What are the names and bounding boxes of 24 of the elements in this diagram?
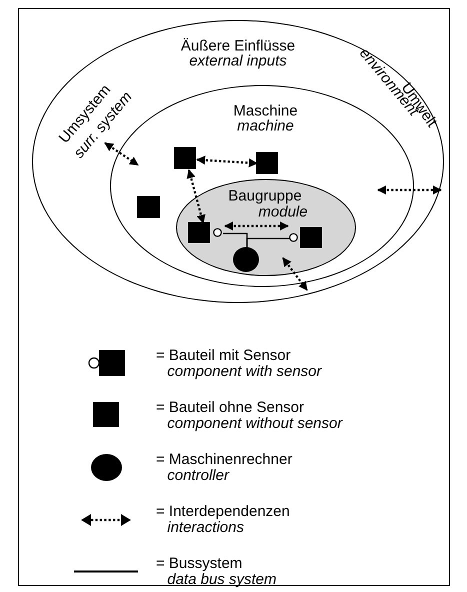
controller-circle [232,246,258,272]
component-with-sensor-icon [288,226,322,248]
english-label: module [258,204,308,220]
bus-line [246,238,290,248]
german-label: Maschine [233,103,298,118]
legend-text: = Bauteil ohne Sensor component without sensor [156,400,342,432]
interaction-arrow [282,257,308,291]
german-label: Äußere Einflüsse [180,38,296,54]
component-square [256,152,278,174]
german-label: Baugruppe [228,188,302,204]
interaction-arrow [104,142,139,166]
component-square [174,147,196,169]
interaction-arrow [186,169,206,224]
legend-text: = Maschinenrechner controller [156,452,292,484]
legend-text: = Interdependenzen interactions [156,504,290,536]
interaction-arrow [377,186,442,194]
legend-text: = Bauteil mit Sensor component with sensor [156,348,322,380]
interaction-arrow [224,222,289,230]
legend-text: = Bussystem data bus system [156,556,276,588]
english-label: external inputs [189,54,287,68]
interaction-arrow [196,156,258,168]
component-with-sensor-icon [188,222,222,242]
component-square [137,196,160,218]
english-label: machine [237,118,294,133]
